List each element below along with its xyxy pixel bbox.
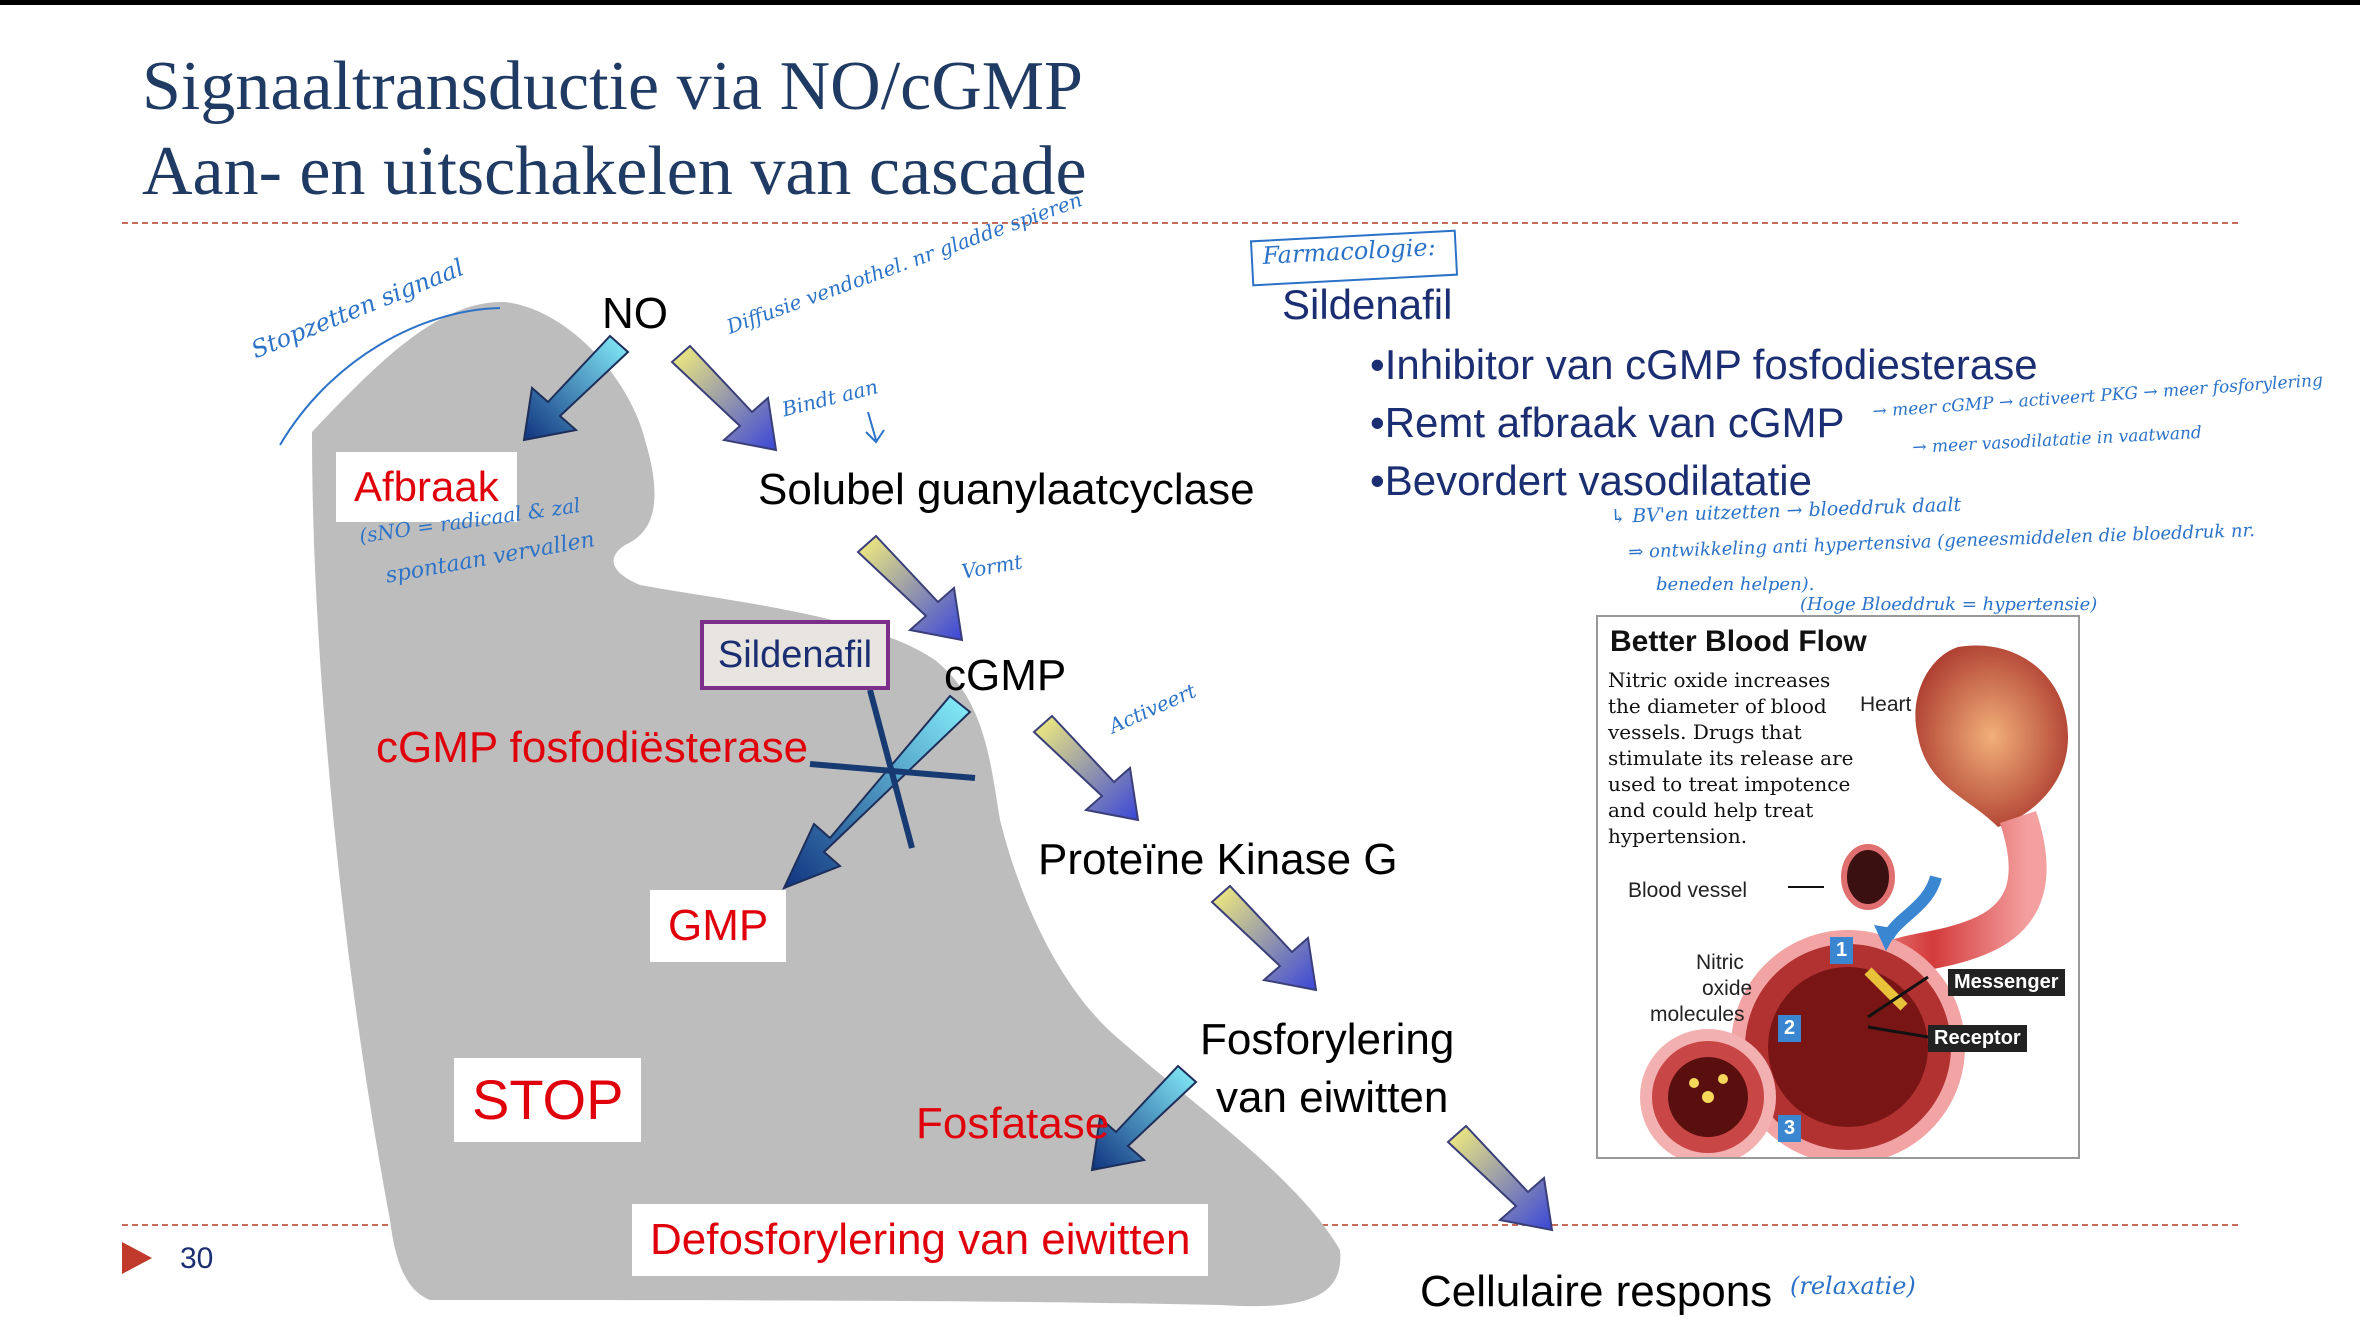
inset-label-heart: Heart: [1860, 693, 1912, 716]
inset-title: Better Blood Flow: [1610, 625, 1867, 658]
label-proteine-kinase-g: Proteïne Kinase G: [1038, 835, 1398, 884]
page-number: 30: [180, 1242, 214, 1275]
farmacologie-box: [1249, 229, 1459, 287]
info-bullet-2: •Remt afbraak van cGMP: [1370, 399, 1845, 446]
inset-tag-receptor: Receptor: [1928, 1025, 2027, 1052]
inhibition-cross: [809, 689, 976, 849]
inset-label-blood-vessel: Blood vessel: [1628, 879, 1748, 902]
note-ontwikkeling-2: beneden helpen).: [1656, 574, 1815, 595]
label-fosforylering-line1: Fosforylering: [1200, 1015, 1455, 1064]
label-sildenafil-inhibitor: Sildenafil: [700, 620, 890, 690]
blood-flow-illustration: Better Blood Flow Nitric oxide increases…: [1596, 615, 2080, 1159]
arrow-fosforylering-to-respons: [1446, 1124, 1554, 1232]
arrow-pkg-to-fosforylering: [1210, 884, 1318, 992]
note-relaxatie: (relaxatie): [1790, 1272, 1916, 1300]
arrow-no-to-sgc: [670, 344, 778, 452]
inset-tag-messenger: Messenger: [1948, 969, 2065, 996]
info-heading: Sildenafil: [1282, 281, 1453, 328]
slide-title-line-2: Aan- en uitschakelen van cascade: [142, 133, 1087, 210]
slide-title-line-1: Signaaltransductie via NO/cGMP: [142, 48, 1083, 125]
arrow-fosforylering-to-defosforylering: [1090, 1064, 1198, 1172]
label-cellulaire-respons: Cellulaire respons: [1420, 1267, 1773, 1316]
arrow-no-to-afbraak: [522, 334, 630, 442]
inset-label-nitric-1: Nitric: [1696, 951, 1744, 974]
arrow-cgmp-to-pkg: [1032, 714, 1140, 822]
label-solubel-guanylaatcyclase: Solubel guanylaatcyclase: [758, 465, 1255, 514]
info-bullet-1: •Inhibitor van cGMP fosfodiesterase: [1370, 341, 2038, 388]
label-gmp: GMP: [650, 890, 787, 962]
arrow-cgmp-to-gmp: [782, 694, 972, 890]
note-hoge-bloeddruk: (Hoge Bloeddruk = hypertensie): [1800, 594, 2098, 615]
label-no: NO: [602, 289, 668, 338]
arrow-sgc-to-cgmp: [856, 534, 964, 642]
label-cgmp: cGMP: [944, 651, 1067, 700]
label-fosfatase: Fosfatase: [916, 1099, 1110, 1148]
footer-triangle-icon: [122, 1242, 152, 1274]
label-stop: STOP: [454, 1058, 642, 1142]
info-bullet-3: •Bevordert vasodilatatie: [1370, 457, 1812, 504]
label-defosforylering: Defosforylering van eiwitten: [632, 1204, 1209, 1276]
stopzetten-underline: [279, 307, 501, 446]
title-divider: [122, 222, 2238, 224]
inset-step-3: 3: [1778, 1115, 1802, 1142]
inset-label-nitric-2: oxide: [1702, 977, 1753, 1000]
label-cgmp-fosfodiesterase: cGMP fosfodiësterase: [376, 723, 809, 772]
inset-step-1: 1: [1830, 937, 1854, 964]
inset-step-2: 2: [1778, 1015, 1802, 1042]
inset-label-nitric-3: molecules: [1650, 1003, 1745, 1026]
shutdown-region: [312, 301, 1341, 1307]
label-fosforylering-line2: van eiwitten: [1216, 1073, 1449, 1122]
label-afbraak: Afbraak: [336, 452, 517, 522]
inset-description: Nitric oxide increases the diameter of b…: [1608, 668, 1854, 848]
bindt-aan-arrow: [865, 411, 885, 444]
top-border: [0, 0, 2360, 5]
